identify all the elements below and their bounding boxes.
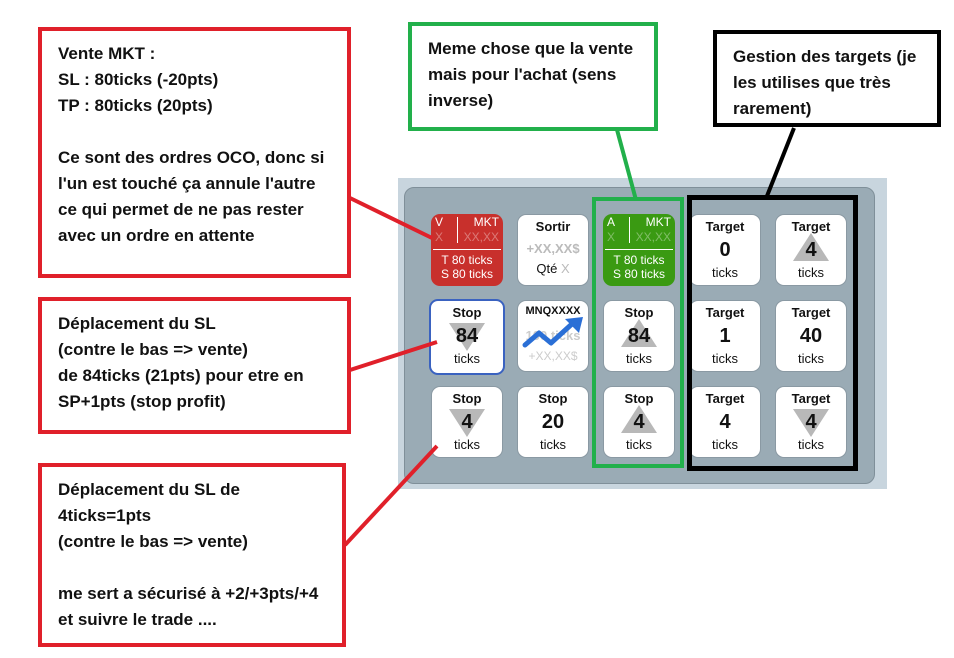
target-label: Target [705,305,745,320]
price-value: XX,XX [463,230,499,244]
price-value: XX,XX [635,230,671,244]
stop-label: Stop [452,305,482,320]
qty-value: X [435,230,444,244]
arrow-down-icon [793,409,829,437]
qty-label: Qté [536,261,558,276]
target-value: 4 [805,411,817,433]
stop-loss-label: S 80 ticks [612,267,666,281]
target-label: Target [705,219,745,234]
target-label: Target [791,305,831,320]
stop-up-84-button[interactable]: Stop 84 ticks [603,300,675,372]
stop-value: 4 [461,411,473,433]
stop-20-button[interactable]: Stop 20 ticks [517,386,589,458]
annotation-line-stop4 [343,444,439,547]
instrument-tile[interactable]: MNQXXXX 100 ticks +XX,XX$ [517,300,589,372]
stop-value: 84 [627,325,651,347]
unit-label: ticks [454,437,480,452]
stop-up-4-button[interactable]: Stop 4 ticks [603,386,675,458]
symbol-label: MNQXXXX [525,305,581,317]
divider [457,217,458,243]
unit-label: ticks [712,351,738,366]
take-profit-label: T 80 ticks [441,253,493,267]
divider [629,217,630,243]
stop-label: Stop [538,391,568,406]
target-value: 1 [719,325,731,347]
stop-value: 4 [633,411,645,433]
arrow-up-icon [621,405,657,433]
sell-market-button[interactable]: V MKT X XX,XX T 80 ticks S 80 ticks [431,214,503,286]
stop-down-84-button[interactable]: Stop 84 ticks [429,299,505,375]
stop-loss-label: S 80 ticks [440,267,494,281]
arrow-up-icon [793,233,829,261]
take-profit-label: T 80 ticks [613,253,665,267]
stop-label: Stop [624,305,654,320]
target-1-button[interactable]: Target 1 ticks [689,300,761,372]
target-label: Target [791,391,831,406]
divider [605,249,673,250]
buy-market-button[interactable]: A MKT X XX,XX T 80 ticks S 80 ticks [603,214,675,286]
exit-button[interactable]: Sortir +XX,XX$ Qté X [517,214,589,286]
unit-label: ticks [454,351,480,366]
pnl-value: +XX,XX$ [528,349,578,363]
target-label: Target [705,391,745,406]
stop-label: Stop [624,391,654,406]
target-40-button[interactable]: Target 40 ticks [775,300,847,372]
annotation-line-stop84 [349,340,438,372]
unit-label: ticks [712,437,738,452]
note-buy-market: Meme chose que la vente mais pour l'acha… [408,22,658,131]
target-value: 4 [719,411,731,433]
note-stop-4: Déplacement du SL de 4ticks=1pts (contre… [38,463,346,647]
stop-value: 84 [455,325,479,347]
qty-value: X [607,230,616,244]
arrow-down-icon [449,409,485,437]
exit-label: Sortir [535,219,571,234]
side-label: V [435,215,444,229]
target-down-4-button[interactable]: Target 4 ticks [775,386,847,458]
note-targets: Gestion des targets (je les utilises que… [713,30,941,127]
target-label: Target [791,219,831,234]
target-value: 0 [719,239,731,261]
annotation-line-buy [614,125,638,201]
qty-value: X [560,261,570,276]
divider [433,249,501,250]
stop-label: Stop [452,391,482,406]
stop-value: 20 [541,411,565,433]
pnl-value: +XX,XX$ [526,241,580,256]
annotation-line-targets [765,127,796,197]
unit-label: ticks [712,265,738,280]
trend-up-icon [522,317,583,348]
target-value: 40 [799,325,823,347]
stop-down-4-button[interactable]: Stop 4 ticks [431,386,503,458]
order-type-label: MKT [645,215,671,229]
note-sell-market: Vente MKT : SL : 80ticks (-20pts) TP : 8… [38,27,351,278]
arrow-down-icon [449,323,485,351]
order-type-label: MKT [473,215,499,229]
unit-label: ticks [798,265,824,280]
targets-group-highlight [687,195,858,471]
side-label: A [607,215,616,229]
buy-group-highlight [592,197,684,468]
unit-label: ticks [626,437,652,452]
note-stop-84: Déplacement du SL (contre le bas => vent… [38,297,351,434]
unit-label: ticks [798,351,824,366]
unit-label: ticks [540,437,566,452]
annotation-line-sell [349,196,433,240]
target-up-4-button[interactable]: Target 4 ticks [775,214,847,286]
unit-label: ticks [798,437,824,452]
arrow-up-icon [621,319,657,347]
target-0-button[interactable]: Target 0 ticks [689,214,761,286]
target-value: 4 [805,239,817,261]
unit-label: ticks [626,351,652,366]
